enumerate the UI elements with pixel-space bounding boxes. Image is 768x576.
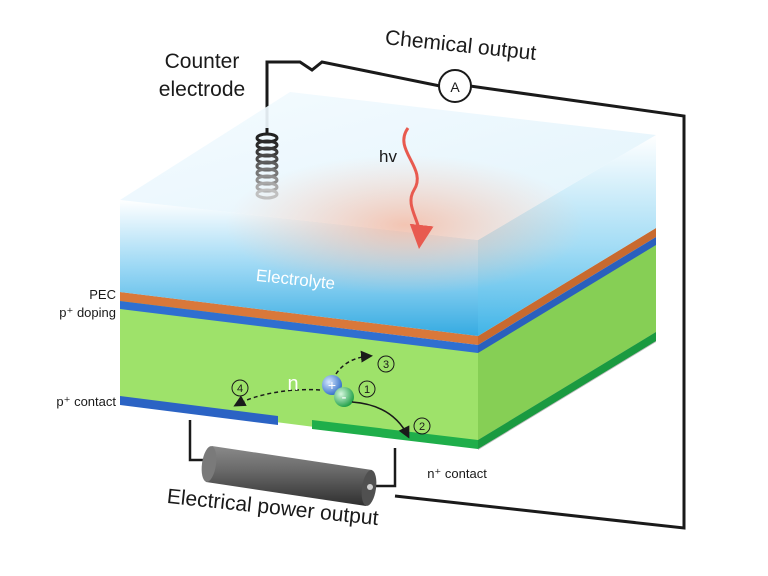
p-doping-layer-front	[120, 301, 478, 353]
svg-text:2: 2	[419, 421, 425, 433]
path-4-arrow	[233, 388, 321, 407]
electron-particle	[334, 387, 354, 407]
step-3-marker: 3	[377, 355, 395, 373]
chemical-output-label: Chemical output	[384, 26, 537, 65]
p-contact-strip	[120, 396, 278, 425]
battery-icon	[201, 446, 377, 506]
hole-sign: +	[328, 377, 336, 393]
n-region-label: n	[287, 373, 298, 395]
electron-sign: -	[342, 389, 347, 406]
path-3-arrow	[335, 350, 373, 375]
pec-layer-side	[478, 228, 656, 345]
silicon-side	[478, 238, 656, 448]
path-2-arrow	[351, 401, 410, 439]
pec-layer-front	[120, 292, 478, 345]
p-doping-label: p⁺ doping	[59, 305, 116, 320]
pec-label: PEC	[89, 287, 116, 302]
step-1-marker: 1	[358, 380, 376, 398]
n-contact-label: n⁺ contact	[427, 466, 487, 481]
power-wire-right	[372, 448, 397, 488]
n-contact-strip	[312, 420, 478, 449]
p-contact-label: p⁺ contact	[56, 394, 116, 409]
svg-text:3: 3	[383, 359, 389, 371]
n-contact-strip-side	[478, 332, 656, 449]
svg-text:1: 1	[364, 384, 370, 396]
photon-arrow	[402, 127, 434, 249]
counter-electrode-label-line2: electrode	[159, 78, 245, 101]
counter-electrode-label-line1: Counter	[165, 50, 240, 73]
svg-text:4: 4	[237, 383, 243, 395]
ammeter-label: A	[450, 79, 460, 95]
step-2-marker: 2	[413, 417, 431, 435]
p-doping-layer-side	[478, 237, 656, 353]
photon-label: hv	[379, 147, 397, 166]
step-4-marker: 4	[231, 379, 249, 397]
ammeter	[438, 69, 472, 103]
counter-electrode-coil	[255, 128, 279, 200]
light-glow	[225, 155, 585, 295]
circuit-wire	[265, 60, 686, 530]
